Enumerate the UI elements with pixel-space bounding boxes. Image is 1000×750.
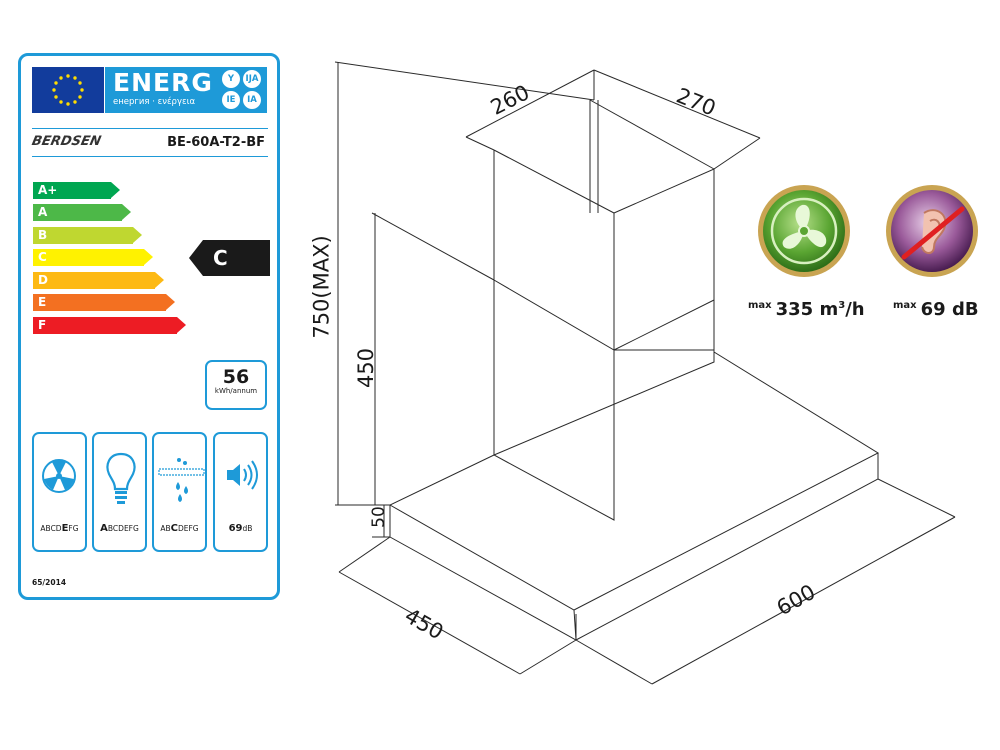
regulation-number: 65/2014: [32, 578, 67, 587]
noise-box: 69dB: [213, 432, 268, 552]
speaker-icon: [227, 460, 258, 490]
fan-icon: [758, 185, 850, 277]
model-number: BE-60A-T2-BF: [167, 135, 265, 150]
language-code: Y: [222, 70, 240, 88]
consumption-value: 56: [222, 366, 250, 388]
energy-rating-arrow: C: [189, 240, 270, 276]
dimension-label: 450: [354, 347, 379, 389]
fan-efficiency-box: ABCDEFG: [32, 432, 87, 552]
divider: [32, 156, 268, 157]
ear-icon: [886, 185, 978, 277]
energy-class-bar: B: [33, 227, 142, 244]
upper-chimney-side: [613, 168, 715, 300]
energy-header: ENERG енергия · ενέργεια Y IJA IE IA: [105, 67, 267, 113]
consumption-unit: kWh/annum: [214, 387, 258, 395]
language-code: IA: [243, 91, 261, 109]
light-bulb-icon: [106, 452, 136, 504]
lower-chimney-front: [493, 280, 615, 521]
energy-class-bar: E: [33, 294, 175, 311]
lighting-efficiency-box: ABCDEFG: [92, 432, 147, 552]
dimension-label: 750(MAX): [309, 235, 334, 339]
energy-class-bar: D: [33, 272, 164, 289]
upper-chimney-front: [493, 150, 615, 351]
divider: [32, 128, 268, 129]
airflow-badge: [756, 183, 852, 283]
grease-filter-icon: [158, 458, 205, 502]
energy-class-bar: F: [33, 317, 186, 334]
noise-level: 69dB: [228, 523, 253, 534]
lighting-efficiency-class: ABCDEFG: [100, 523, 139, 534]
energy-class-bar: C: [33, 249, 153, 266]
canopy-top: [388, 351, 880, 611]
dimension-label: 50: [368, 506, 389, 528]
energy-subtitle: енергия · ενέργεια: [113, 97, 196, 107]
fan-icon: [42, 459, 76, 493]
energy-title: ENERG: [113, 68, 213, 97]
grease-filter-box: ABCDEFG: [152, 432, 207, 552]
language-code: IJA: [243, 70, 261, 88]
energy-consumption-box: 56 kWh/annum: [205, 360, 267, 410]
energy-class-bar: A: [33, 204, 131, 221]
eu-flag-icon: [32, 67, 104, 113]
fan-efficiency-class: ABCDEFG: [40, 523, 79, 534]
energy-class-bar: A+: [33, 182, 120, 199]
noise-badge: [884, 183, 980, 283]
language-code: IE: [222, 91, 240, 109]
grease-filter-class: ABCDEFG: [160, 523, 199, 534]
energy-label: ENERG енергия · ενέργεια Y IJA IE IA BER…: [18, 53, 280, 600]
